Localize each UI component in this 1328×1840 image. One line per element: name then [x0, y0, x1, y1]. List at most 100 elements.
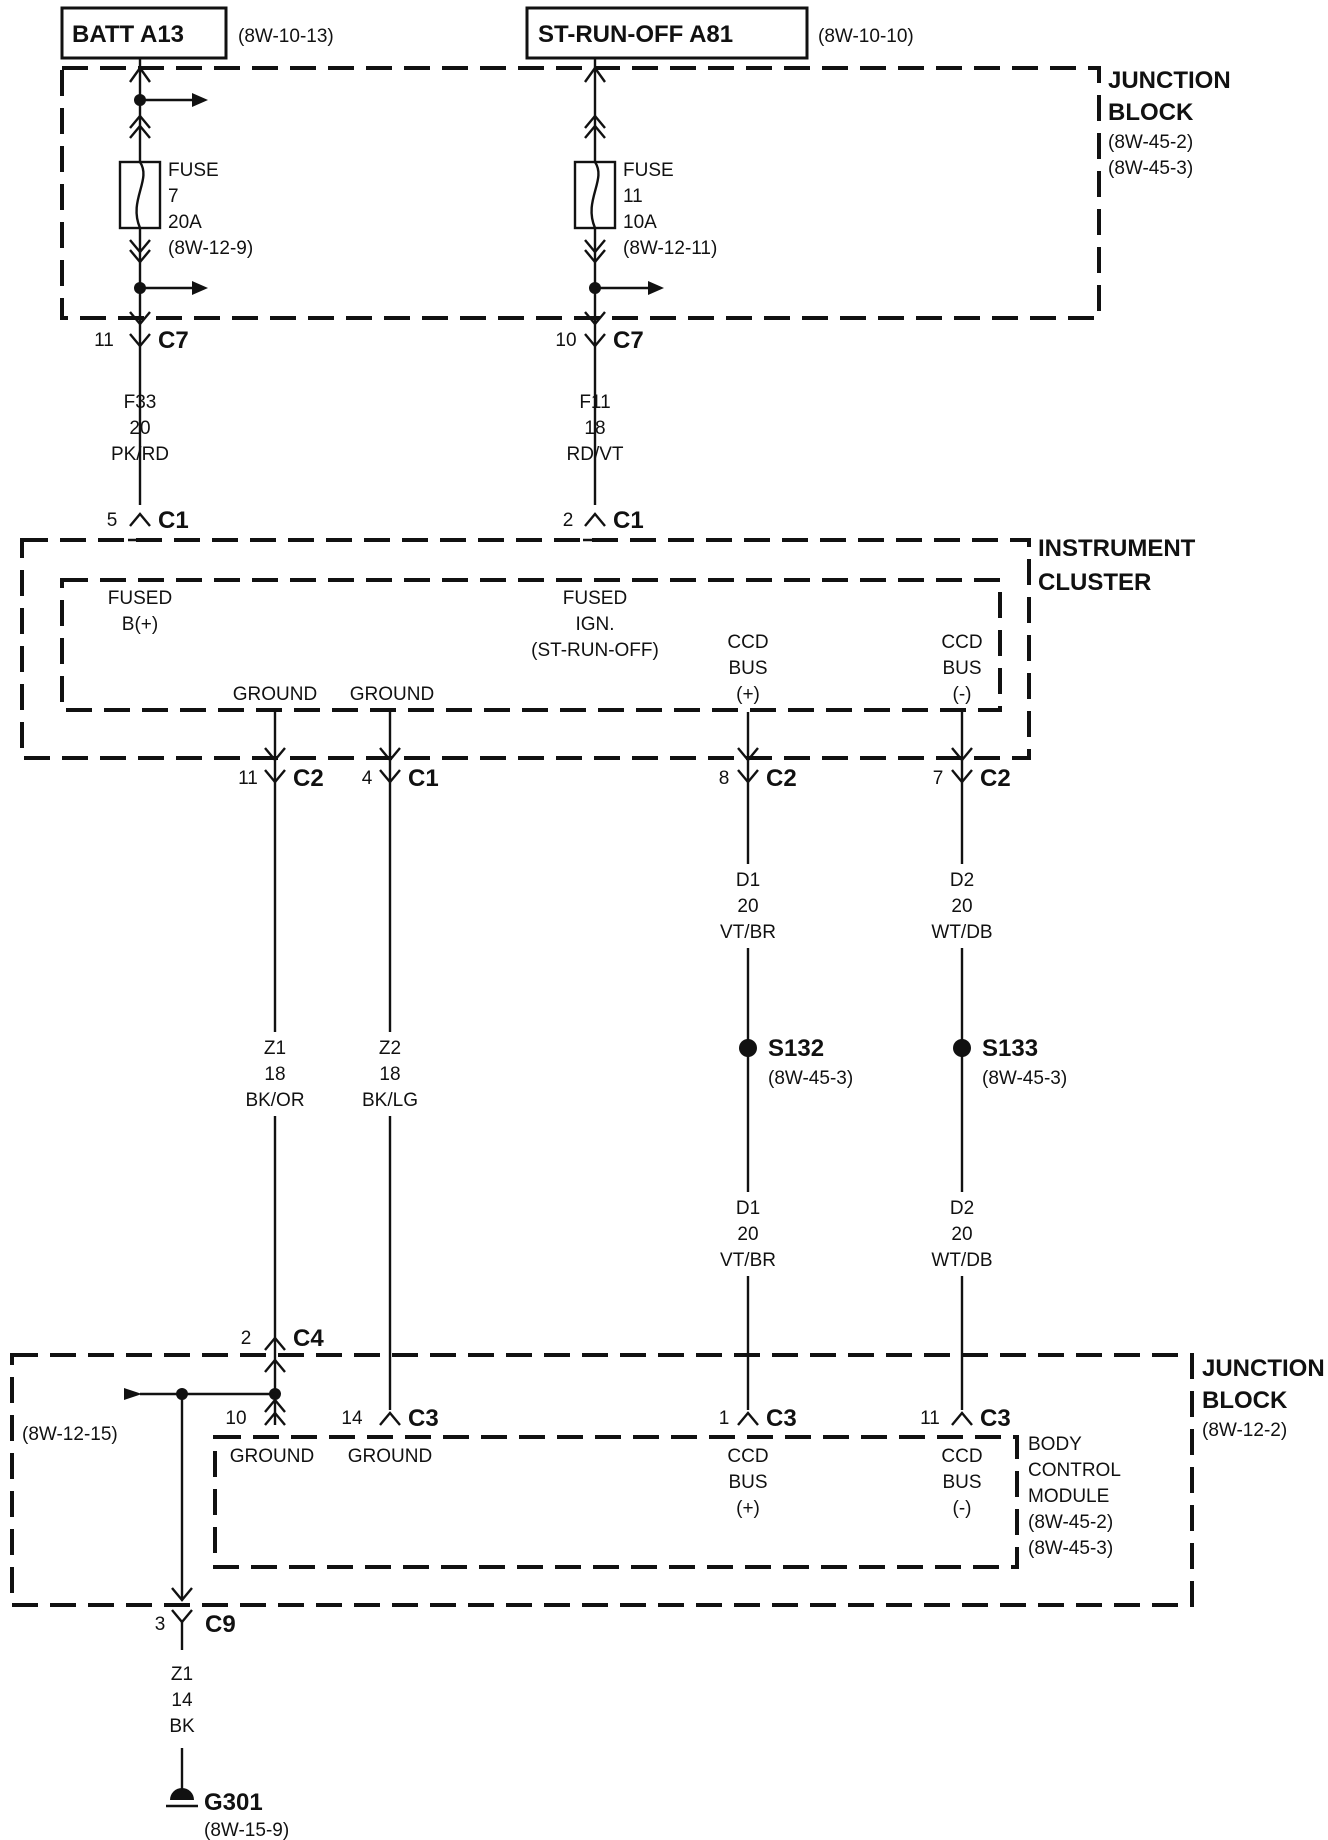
- c7-left-pin: 11: [94, 330, 114, 351]
- fuse-11-line-2: 11: [623, 186, 643, 207]
- junction-block-top-outline: [60, 66, 1101, 320]
- splice-s133-name: S133: [982, 1035, 1038, 1062]
- ic-c2-a-pin: 11: [238, 768, 258, 789]
- ground-g301-name: G301: [204, 1789, 263, 1816]
- c1-left-name: C1: [158, 507, 189, 534]
- wire-z1-gauge: 18: [264, 1064, 285, 1085]
- jb-bottom-title-1: JUNCTION: [1202, 1355, 1325, 1382]
- ic-fused-ign-3: (ST-RUN-OFF): [531, 640, 659, 661]
- jb-c3-neg-pin: 11: [920, 1408, 940, 1429]
- wire-z1-out-color: BK: [169, 1716, 195, 1737]
- fuse-11-line-4: (8W-12-11): [623, 238, 717, 259]
- wire-d1-bot-color: VT/BR: [720, 1250, 776, 1271]
- jb-ccd-pos-3: (+): [736, 1498, 760, 1519]
- body-control-module-outline: [213, 1435, 1019, 1569]
- st-run-off-feed-circuit: [573, 58, 664, 542]
- ic-c2-b-pin: 8: [719, 768, 730, 789]
- wire-z1-out-gauge: 14: [171, 1690, 193, 1711]
- ic-c2-b-name: C2: [766, 765, 797, 792]
- batt-a13-ref: (8W-10-13): [238, 26, 334, 47]
- jb-ccd-pos-1: CCD: [727, 1446, 768, 1467]
- jb-c3-ground-pin: 14: [341, 1408, 363, 1429]
- c7-right-pin: 10: [555, 330, 576, 351]
- bcm-line-3: MODULE: [1028, 1486, 1109, 1507]
- jb-c3-pos-pin: 1: [719, 1408, 730, 1429]
- wire-f33-gauge: 20: [129, 418, 150, 439]
- fuse-11-line-3: 10A: [623, 212, 657, 233]
- ic-ccd-pos-2: BUS: [728, 658, 767, 679]
- splice-s133-dot: [953, 1039, 971, 1057]
- jb-bottom-left-ref: (8W-12-15): [22, 1424, 118, 1445]
- fuse-7-line-2: 7: [168, 186, 179, 207]
- bcm-line-4: (8W-45-2): [1028, 1512, 1113, 1533]
- ic-c2-c-pin: 7: [933, 768, 944, 789]
- c4-pin: 2: [241, 1328, 252, 1349]
- fuse-7-line-3: 20A: [168, 212, 202, 233]
- wire-d2-bot-color: WT/DB: [931, 1250, 992, 1271]
- fuse-11-line-1: FUSE: [623, 160, 674, 181]
- jb-bottom-title-2: BLOCK: [1202, 1387, 1288, 1414]
- st-run-off-label: ST-RUN-OFF A81: [538, 21, 733, 48]
- ground-symbol: [166, 1788, 198, 1808]
- junction-block-bottom-outline: [10, 1353, 1194, 1607]
- wire-z1-out-circuit: Z1: [171, 1664, 193, 1685]
- jb-top-title-1: JUNCTION: [1108, 67, 1231, 94]
- ic-ccd-neg-1: CCD: [941, 632, 982, 653]
- wire-d1-top-circuit-r: D1: [736, 870, 760, 891]
- wire-f11-gauge: 18: [584, 418, 605, 439]
- ic-title-2: CLUSTER: [1038, 569, 1151, 596]
- ic-fused-ign-1: FUSED: [563, 588, 627, 609]
- st-run-off-ref: (8W-10-10): [818, 26, 914, 47]
- c7-left-name: C7: [158, 327, 189, 354]
- wire-d2-bot-gauge: 20: [951, 1224, 972, 1245]
- jb-ground-pin: 10: [225, 1408, 246, 1429]
- jb-top-ref-1: (8W-45-2): [1108, 132, 1193, 153]
- bottom-junction-circuits: [124, 1336, 973, 1790]
- jb-ground-1: GROUND: [230, 1446, 314, 1467]
- c4-name: C4: [293, 1325, 324, 1352]
- wire-d2-top-circuit-r: D2: [950, 870, 974, 891]
- jb-top-title-2: BLOCK: [1108, 99, 1194, 126]
- jb-ccd-neg-1: CCD: [941, 1446, 982, 1467]
- jb-bottom-ref: (8W-12-2): [1202, 1420, 1287, 1441]
- splice-s132-dot: [739, 1039, 757, 1057]
- ic-fused-ign-2: IGN.: [575, 614, 614, 635]
- jb-ccd-pos-2: BUS: [728, 1472, 767, 1493]
- ic-ccd-neg-3: (-): [953, 684, 972, 705]
- wire-f33-circuit: F33: [124, 392, 157, 413]
- c1-right-name: C1: [613, 507, 644, 534]
- ic-ground-2: GROUND: [350, 684, 434, 705]
- batt-a13-box: [60, 6, 228, 60]
- jb-c3-pos-name: C3: [766, 1405, 797, 1432]
- c9-name: C9: [205, 1611, 236, 1638]
- bcm-line-2: CONTROL: [1028, 1460, 1121, 1481]
- c7-right-name: C7: [613, 327, 644, 354]
- ic-c1-pin: 4: [362, 768, 373, 789]
- ic-c1-name: C1: [408, 765, 439, 792]
- ic-fused-b-1: FUSED: [108, 588, 172, 609]
- ic-fused-b-2: B(+): [122, 614, 158, 635]
- splice-s133-ref: (8W-45-3): [982, 1068, 1067, 1089]
- wire-d2-top-gauge-r: 20: [951, 896, 972, 917]
- st-run-off-box: [525, 6, 809, 60]
- c9-pin: 3: [155, 1614, 166, 1635]
- ic-c2-c-name: C2: [980, 765, 1011, 792]
- wire-f11-circuit: F11: [579, 392, 610, 413]
- jb-ground-2: GROUND: [348, 1446, 432, 1467]
- jb-ccd-neg-2: BUS: [942, 1472, 981, 1493]
- bcm-line-1: BODY: [1028, 1434, 1082, 1455]
- wire-f11-color: RD/VT: [567, 444, 624, 465]
- jb-top-ref-2: (8W-45-3): [1108, 158, 1193, 179]
- jb-c3-neg-name: C3: [980, 1405, 1011, 1432]
- splice-s132-ref: (8W-45-3): [768, 1068, 853, 1089]
- wire-z2-circuit: Z2: [379, 1038, 401, 1059]
- ic-ground-1: GROUND: [233, 684, 317, 705]
- ground-g301-ref: (8W-15-9): [204, 1820, 289, 1840]
- instrument-cluster-outline: [20, 538, 1031, 760]
- jb-ccd-neg-3: (-): [953, 1498, 972, 1519]
- wire-d1-bot-circuit: D1: [736, 1198, 760, 1219]
- splice-s132-name: S132: [768, 1035, 824, 1062]
- ic-ccd-neg-2: BUS: [942, 658, 981, 679]
- batt-a13-label: BATT A13: [72, 21, 184, 48]
